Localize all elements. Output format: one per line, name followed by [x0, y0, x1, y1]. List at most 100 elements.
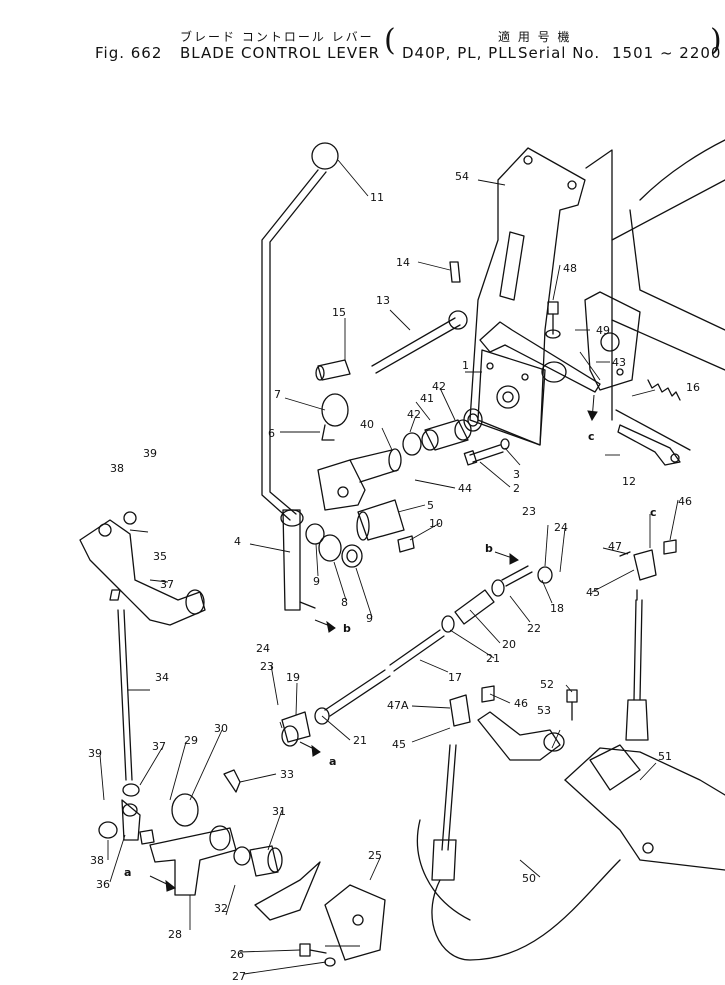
bracket-25	[254, 861, 386, 961]
part-label-p28: 28	[168, 928, 182, 941]
cable-upper	[625, 589, 649, 741]
machine-body	[585, 139, 725, 451]
part-label-p47a: 47A	[387, 699, 409, 712]
bolt-48	[545, 301, 561, 339]
part-labels: 1234567899101112131415161718192021212223…	[88, 170, 700, 983]
bellcrank-35	[79, 511, 206, 626]
part-label-p45a: 45	[586, 586, 600, 599]
part-label-p29: 29	[184, 734, 198, 747]
ref-label-rc1: c	[588, 430, 595, 443]
applicable-jp: 適 用 号 機	[498, 30, 572, 44]
part-label-p23a: 23	[522, 505, 536, 518]
part-label-p47: 47	[608, 540, 622, 553]
part-label-p10: 10	[429, 517, 443, 530]
part-label-p30: 30	[214, 722, 228, 735]
clevis-40	[317, 448, 402, 511]
part-label-p24a: 24	[554, 521, 568, 534]
rod-17	[281, 565, 553, 747]
part-label-p23b: 23	[260, 660, 274, 673]
part-label-p43: 43	[612, 356, 626, 369]
part-label-p37b: 37	[152, 740, 166, 753]
part-label-p21a: 21	[486, 652, 500, 665]
part-label-p45b: 45	[392, 738, 406, 751]
part-label-p21b: 21	[353, 734, 367, 747]
arm-43	[479, 321, 681, 466]
part-label-p48: 48	[563, 262, 577, 275]
ref-label-rb2: b	[485, 542, 493, 555]
fig-label: Fig. 662	[95, 44, 163, 62]
part-label-p2: 2	[513, 482, 520, 495]
part-label-p53: 53	[537, 704, 551, 717]
open-paren: (	[384, 23, 396, 58]
bushing-31	[233, 845, 283, 877]
lever-11	[261, 142, 339, 611]
part-label-p9b: 9	[366, 612, 373, 625]
bolt-2	[463, 438, 510, 466]
part-label-p26: 26	[230, 948, 244, 961]
washers-8-9	[305, 523, 363, 568]
rod-13	[315, 310, 468, 381]
part-label-p36: 36	[96, 878, 110, 891]
part-label-p39a: 39	[143, 447, 157, 460]
part-label-p24b: 24	[256, 642, 270, 655]
bracket-54	[469, 147, 586, 446]
part-label-p9a: 9	[313, 575, 320, 588]
part-label-p46a: 46	[678, 495, 692, 508]
side-plate	[584, 291, 641, 391]
arm-28	[139, 793, 237, 896]
part-label-p5: 5	[427, 499, 434, 512]
sleeve-5	[356, 499, 415, 553]
title-jp: ブレード コントロール レバー	[180, 30, 374, 44]
part-label-p46b: 46	[514, 697, 528, 710]
spring-16	[647, 379, 681, 401]
ref-label-rc2: c	[650, 506, 657, 519]
rod-34	[117, 609, 133, 781]
part-label-p14: 14	[396, 256, 410, 269]
plate-1	[477, 349, 546, 446]
ref-label-ra1: a	[329, 755, 336, 768]
part-label-p38b: 38	[90, 854, 104, 867]
title-en: BLADE CONTROL LEVER	[180, 44, 381, 62]
leader-lines	[99, 159, 679, 975]
lower-linkage	[98, 783, 141, 841]
clevis-45-upper	[619, 539, 677, 581]
part-label-p6: 6	[268, 427, 275, 440]
part-label-p1: 1	[462, 359, 469, 372]
part-label-p4: 4	[234, 535, 241, 548]
part-label-p54: 54	[455, 170, 469, 183]
header: ブレード コントロール レバー 適 用 号 機 Fig. 662 BLADE C…	[0, 0, 725, 70]
part-label-p50: 50	[522, 872, 536, 885]
part-label-p42b: 42	[407, 408, 421, 421]
pin-14	[449, 261, 461, 283]
bracket-51	[564, 744, 725, 871]
serial-label: Serial No.	[518, 44, 601, 62]
part-label-p42a: 42	[432, 380, 446, 393]
part-label-p52: 52	[540, 678, 554, 691]
part-label-p39b: 39	[88, 747, 102, 760]
link-lower	[449, 685, 578, 761]
part-label-p40: 40	[360, 418, 374, 431]
part-label-p38a: 38	[110, 462, 124, 475]
elbow-33	[223, 769, 241, 793]
cable-50	[416, 744, 621, 961]
part-label-p25: 25	[368, 849, 382, 862]
ref-label-ra2: a	[124, 866, 131, 879]
part-label-p31: 31	[272, 805, 286, 818]
ref-arrows	[149, 394, 598, 892]
part-label-p19: 19	[286, 671, 300, 684]
part-label-p17: 17	[448, 671, 462, 684]
part-label-p18: 18	[550, 602, 564, 615]
collar-set	[402, 408, 483, 456]
part-label-p22: 22	[527, 622, 541, 635]
part-label-p32: 32	[214, 902, 228, 915]
reference-labels: a a b b c c	[124, 430, 657, 879]
part-label-p33: 33	[280, 768, 294, 781]
part-label-p27: 27	[232, 970, 246, 983]
ref-label-rb1: b	[343, 622, 351, 635]
part-label-p37a: 37	[160, 578, 174, 591]
part-label-p7: 7	[274, 388, 281, 401]
part-label-p16: 16	[686, 381, 700, 394]
part-label-p12: 12	[622, 475, 636, 488]
part-label-p8: 8	[341, 596, 348, 609]
